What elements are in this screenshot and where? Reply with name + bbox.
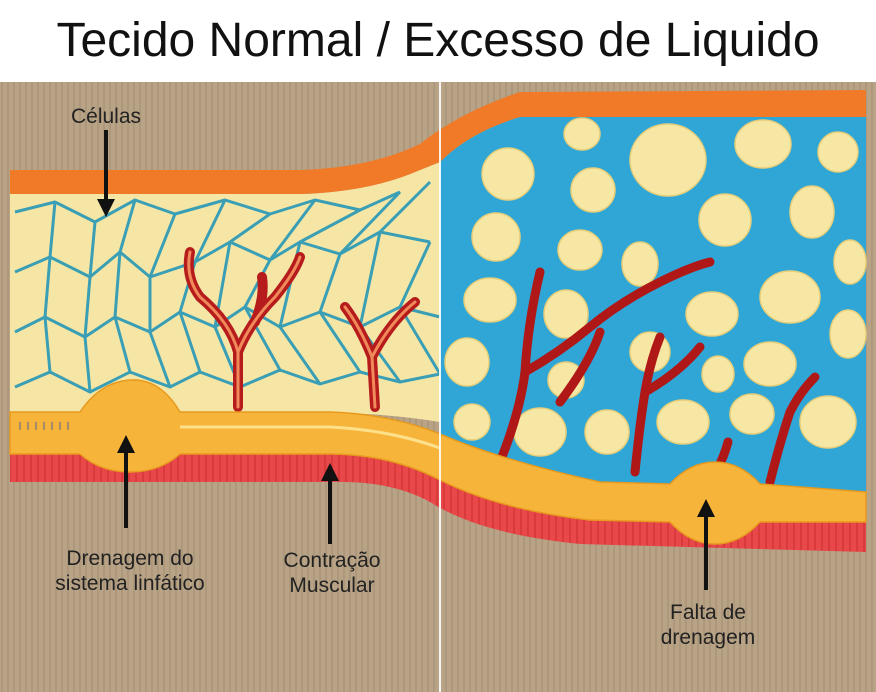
label-lack-drainage-line1: Falta de (670, 601, 746, 624)
skin-layer (10, 90, 866, 194)
tissue-diagram (0, 82, 876, 692)
label-drainage-line1: Drenagem do (66, 547, 194, 570)
label-contraction-line1: Contração (283, 549, 381, 572)
floating-cells (444, 117, 867, 457)
lymph-valves (19, 422, 69, 430)
blood-vessels-left (183, 247, 420, 412)
muscle-layer (10, 440, 866, 552)
label-contraction-line2: Muscular (289, 574, 375, 597)
label-drainage-line2: sistema linfático (55, 572, 205, 595)
label-cells: Células (60, 104, 152, 129)
page-title: Tecido Normal / Excesso de Liquido (56, 14, 820, 67)
label-contraction: Contração Muscular (262, 548, 402, 598)
label-lack-drainage-line2: drenagem (660, 626, 756, 649)
lymph-vessel (9, 379, 867, 545)
cell-membranes (14, 180, 442, 394)
arrows (97, 130, 715, 590)
label-cells-text: Células (70, 105, 142, 128)
label-lack-drainage: Falta de drenagem (638, 600, 778, 650)
lymph-inner-line (180, 425, 441, 450)
normal-tissue-area (10, 162, 440, 422)
label-drainage: Drenagem do sistema linfático (40, 546, 220, 596)
